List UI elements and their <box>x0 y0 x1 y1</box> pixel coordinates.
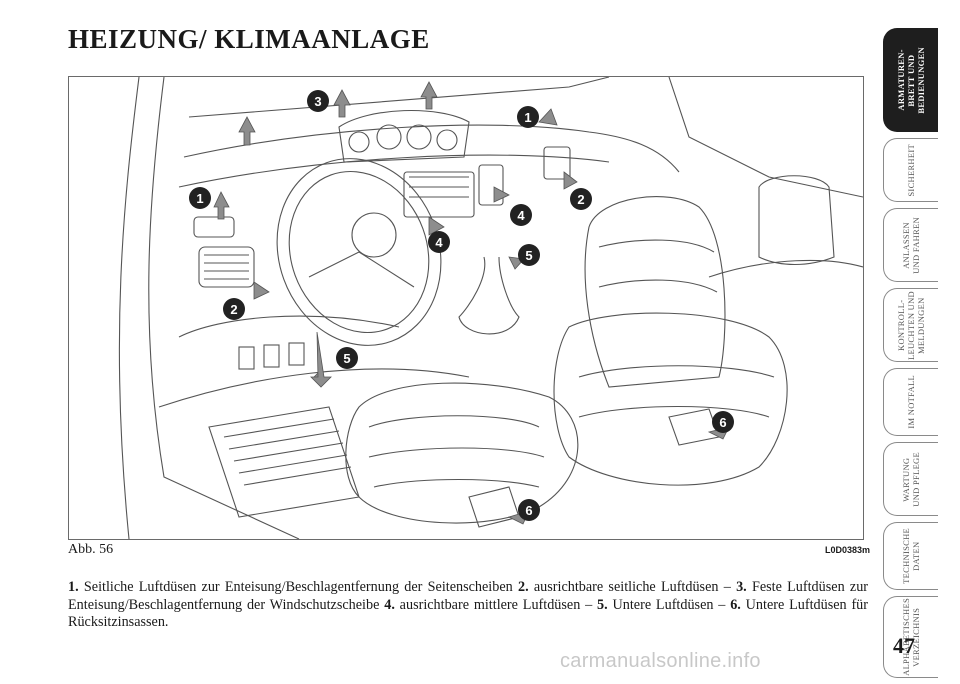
watermark: carmanualsonline.info <box>560 650 761 672</box>
callout-label: 1 <box>524 110 531 125</box>
page-title: HEIZUNG/ KLIMAANLAGE <box>68 24 430 54</box>
caption-text-5: Untere Luftdüsen – <box>607 596 731 613</box>
caption-num-4: 4. <box>384 596 395 613</box>
tab-label: SICHERHEIT <box>906 143 916 197</box>
caption-text-1: Seitliche Luftdüsen zur Enteisung/Beschl… <box>78 579 518 595</box>
caption-num-5: 5. <box>597 596 608 613</box>
callout-5-right: 5 <box>518 244 540 266</box>
callout-label: 3 <box>314 94 321 109</box>
callout-label: 2 <box>577 192 584 207</box>
callout-label: 6 <box>525 503 532 518</box>
tab-wartung[interactable]: WARTUNG UND PFLEGE <box>883 442 938 516</box>
callout-label: 4 <box>517 208 525 223</box>
caption-text-3: Feste Luftdüsen zur Enteisung/Beschlagen… <box>68 579 869 613</box>
cabin-line-drawing: 3 1 1 2 4 4 5 2 5 6 6 <box>118 77 863 539</box>
tab-label: WARTUNG UND PFLEGE <box>901 451 921 507</box>
caption-num-3: 3. <box>736 579 747 595</box>
callout-1-left: 1 <box>189 187 211 209</box>
tab-anlassen[interactable]: ANLASSEN UND FAHREN <box>883 208 938 282</box>
caption-text-4: ausrichtbare mittlere Luftdüsen – <box>394 596 598 613</box>
caption-text-2: ausrichtbare seitliche Luftdüsen – <box>528 579 737 595</box>
tab-label: KONTROLL- LEUCHTEN UND MELDUNGEN <box>896 290 926 360</box>
callout-2-left: 2 <box>223 298 245 320</box>
callout-4-left: 4 <box>428 231 450 253</box>
tab-label: TECHNISCHE DATEN <box>901 528 921 584</box>
caption-num-6: 6. <box>730 596 741 613</box>
caption-text-6: Untere Luftdüsen für Rücksitzinsassen. <box>68 596 868 631</box>
tab-im-notfall[interactable]: IM NOTFALL <box>883 368 938 436</box>
callout-4-right: 4 <box>510 204 532 226</box>
callout-label: 1 <box>196 191 203 206</box>
callout-1-right: 1 <box>517 106 539 128</box>
caption-num-2: 2. <box>517 579 529 595</box>
caption-num-1: 1. <box>68 579 79 595</box>
tab-technische-daten[interactable]: TECHNISCHE DATEN <box>883 522 938 590</box>
tab-label: ARMATUREN- BRETT UND BEDIENUNGEN <box>896 46 926 114</box>
callout-5-left: 5 <box>336 347 358 369</box>
chapter-tabs: ARMATUREN- BRETT UND BEDIENUNGEN SICHERH… <box>883 28 945 684</box>
callout-6-left: 6 <box>518 499 540 521</box>
tab-armaturenbrett[interactable]: ARMATUREN- BRETT UND BEDIENUNGEN <box>883 28 938 132</box>
figure-caption: 1. Seitliche Luftdüsen zur Enteisung/Bes… <box>68 579 868 632</box>
tab-sicherheit[interactable]: SICHERHEIT <box>883 138 938 202</box>
figure-code: L0D0383m <box>825 545 871 555</box>
figure-label: Abb. 56 <box>68 542 114 557</box>
callout-2-right: 2 <box>570 188 592 210</box>
tab-label: IM NOTFALL <box>906 375 916 429</box>
callout-label: 4 <box>435 235 443 250</box>
callout-6-right: 6 <box>712 411 734 433</box>
page-number: 47 <box>893 633 915 658</box>
callout-label: 2 <box>230 302 237 317</box>
callout-label: 6 <box>719 415 726 430</box>
tab-label: ANLASSEN UND FAHREN <box>901 216 921 274</box>
callout-label: 5 <box>343 351 350 366</box>
figure-cabin-illustration: 3 1 1 2 4 4 5 2 5 6 6 <box>68 76 864 540</box>
tab-kontrollleuchten[interactable]: KONTROLL- LEUCHTEN UND MELDUNGEN <box>883 288 938 362</box>
callout-3: 3 <box>307 90 329 112</box>
callout-label: 5 <box>525 248 532 263</box>
